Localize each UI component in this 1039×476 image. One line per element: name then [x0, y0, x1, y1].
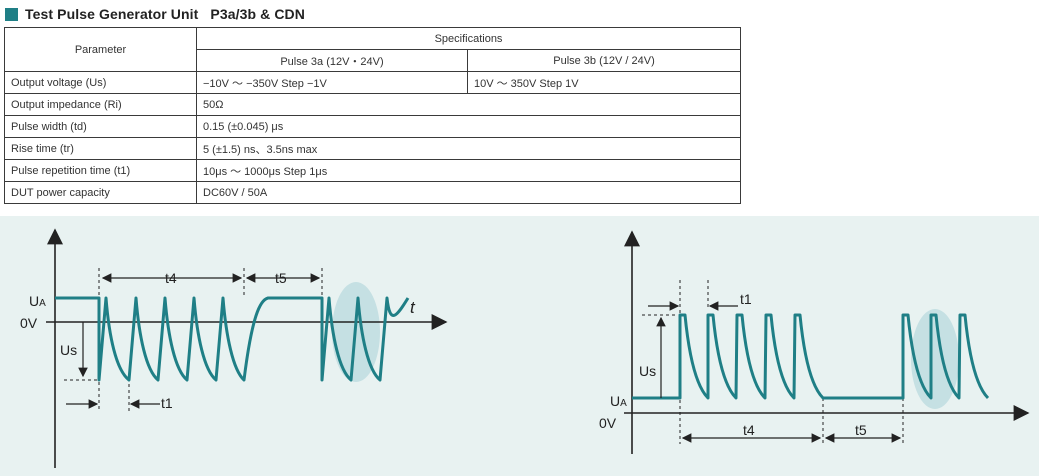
ua-label: UA: [610, 393, 627, 409]
t5-label: t5: [275, 270, 287, 286]
row-param: Pulse width (td): [4, 115, 197, 138]
table-row: Pulse width (td) 0.15 (±0.045) μs: [4, 115, 741, 138]
title-main: Test Pulse Generator Unit: [25, 6, 199, 22]
row-value: DC60V / 50A: [196, 181, 741, 204]
dashed-guides: [642, 280, 904, 444]
table-row: Rise time (tr) 5 (±1.5) ns、3.5ns max: [4, 137, 741, 160]
row-value: 5 (±1.5) ns、3.5ns max: [196, 137, 741, 160]
row-param: Rise time (tr): [4, 137, 197, 160]
t4-label: t4: [743, 422, 755, 438]
pulse-3b-waveform: t1 Us UA 0V t4 t5: [599, 230, 1030, 454]
pulse-3a-waveform: UA 0V Us t t4 t5 t1: [20, 228, 448, 468]
t1-label: t1: [161, 395, 173, 411]
time-axis-label: t: [410, 298, 416, 317]
table-row: Output voltage (Us) −10V ～ −350V Step −1…: [4, 71, 741, 94]
section-title: Test Pulse Generator Unit P3a/3b & CDN: [5, 4, 305, 24]
zero-volt-label: 0V: [20, 315, 38, 331]
zero-volt-label: 0V: [599, 415, 617, 431]
pulse-trace: [55, 296, 410, 382]
header-pulse-3a: Pulse 3a (12V・24V): [196, 49, 468, 72]
row-value-3a: −10V ～ −350V Step −1V: [196, 71, 468, 94]
highlight-ellipse: [911, 309, 959, 409]
ua-label: UA: [29, 293, 46, 309]
pulse-trace: [632, 313, 990, 400]
row-value: 50Ω: [196, 93, 741, 116]
header-parameter: Parameter: [4, 27, 197, 72]
t1-label: t1: [740, 291, 752, 307]
title-models: P3a/3b & CDN: [210, 6, 305, 22]
row-param: Output voltage (Us): [4, 71, 197, 94]
table-row: DUT power capacity DC60V / 50A: [4, 181, 741, 204]
t5-label: t5: [855, 422, 867, 438]
specifications-table: Parameter Specifications Pulse 3a (12V・2…: [4, 27, 741, 204]
header-pulse-3b: Pulse 3b (12V / 24V): [467, 49, 741, 72]
us-label: Us: [60, 342, 77, 358]
us-label: Us: [639, 363, 656, 379]
header-specifications: Specifications: [196, 27, 741, 50]
row-value: 0.15 (±0.045) μs: [196, 115, 741, 138]
t4-label: t4: [165, 270, 177, 286]
row-value: 10μs ～ 1000μs Step 1μs: [196, 159, 741, 182]
table-row: Output impedance (Ri) 50Ω: [4, 93, 741, 116]
title-marker-icon: [5, 7, 18, 21]
row-param: DUT power capacity: [4, 181, 197, 204]
row-value-3b: 10V ～ 350V Step 1V: [467, 71, 741, 94]
table-header-row: Parameter Specifications: [4, 27, 741, 72]
row-param: Pulse repetition time (t1): [4, 159, 197, 182]
row-param: Output impedance (Ri): [4, 93, 197, 116]
table-row: Pulse repetition time (t1) 10μs ～ 1000μs…: [4, 159, 741, 182]
